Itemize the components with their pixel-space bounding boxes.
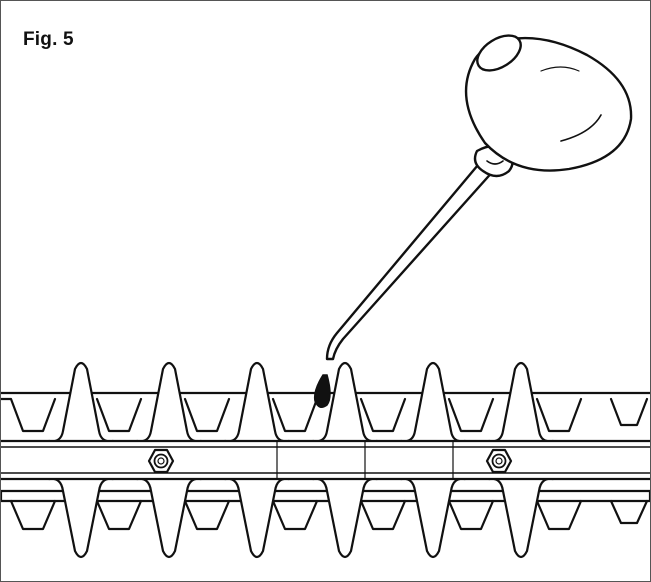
bolt-icon [485, 448, 513, 474]
lower-teeth-front [47, 477, 555, 559]
oil-can-icon [325, 34, 633, 361]
blade-bar [1, 439, 650, 481]
bolt-icon [147, 448, 175, 474]
oil-can-spout [325, 157, 497, 361]
oil-drop-icon [313, 374, 331, 408]
oil-can-rim [476, 34, 522, 72]
hedge-trimmer-blade-icon [1, 361, 650, 559]
figure-label: Fig. 5 [23, 29, 74, 50]
upper-teeth-front [47, 361, 555, 443]
